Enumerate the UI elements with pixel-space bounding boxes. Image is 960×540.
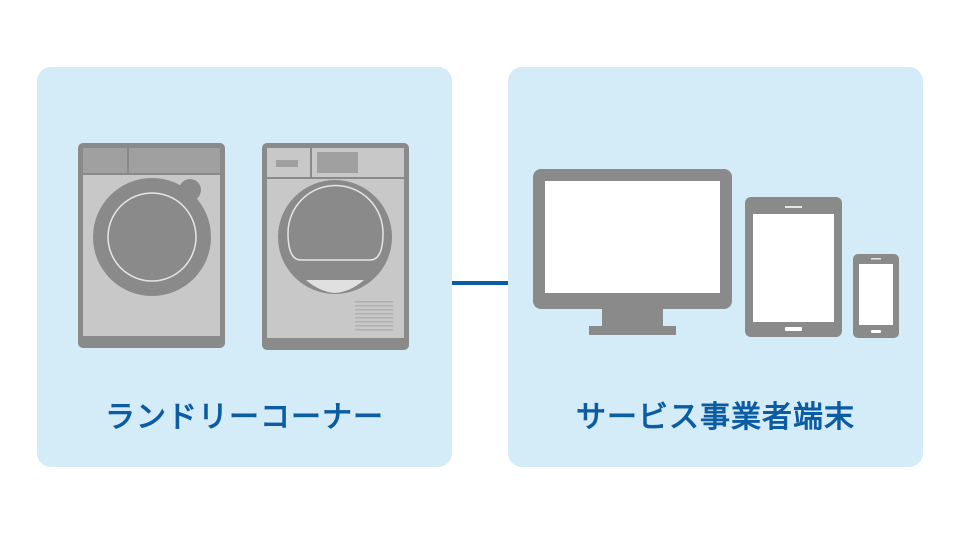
monitor-icon [533, 169, 732, 335]
smartphone-icon [853, 254, 899, 338]
tablet-icon [745, 197, 842, 337]
dryer-icon [262, 143, 409, 350]
service-terminal-label: サービス事業者端末 [576, 400, 855, 435]
washing-machine-icon [78, 143, 225, 348]
connection-line [452, 281, 508, 285]
laundry-corner-label: ランドリーコーナー [105, 400, 384, 435]
